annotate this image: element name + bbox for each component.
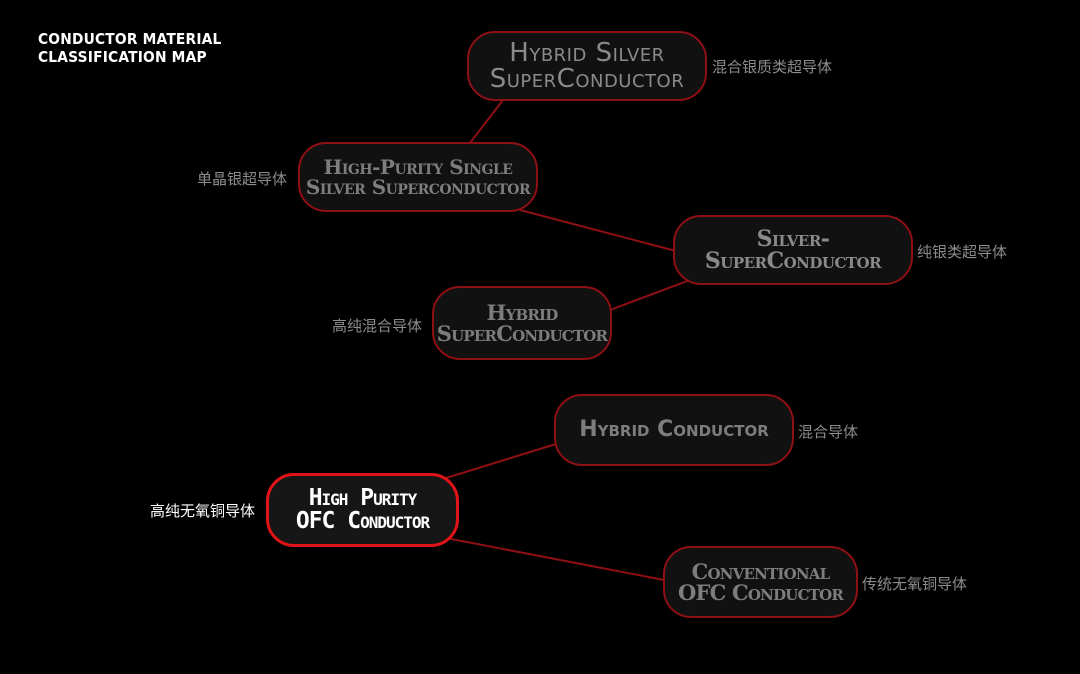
map-title-line-1: Conductor Material [38, 30, 222, 48]
cn-label-hybrid-conductor: 混合导体 [798, 423, 859, 441]
node-label-line-1: Hybrid [486, 300, 559, 325]
node-conventional-ofc-conductor[interactable]: Conventional OFC Conductor [663, 546, 858, 618]
cn-label-silver-superconductor: 纯银类超导体 [917, 243, 1008, 261]
node-silver-superconductor[interactable]: Silver-SuperConductor [673, 215, 913, 285]
link-hpofc-hc [445, 443, 557, 479]
cn-label-hybrid-silver-superconductor: 混合银质类超导体 [712, 58, 833, 76]
node-high-purity-ofc-conductor[interactable]: High Purity OFC Conductor [266, 473, 459, 547]
node-label: Silver-SuperConductor [704, 226, 882, 274]
node-hybrid-conductor[interactable]: Hybrid Conductor [554, 394, 794, 466]
node-high-purity-single-silver[interactable]: High-Purity Single Silver Superconductor [298, 142, 538, 212]
node-label-line-2: SuperConductor [489, 64, 685, 94]
link-hpofc-cofc [445, 537, 665, 581]
node-hybrid-silver-superconductor[interactable]: Hybrid Silver SuperConductor [467, 31, 707, 101]
node-label-line-1: Hybrid Silver [509, 38, 665, 68]
cn-label-high-purity-ofc-conductor: 高纯无氧铜导体 [150, 502, 256, 520]
cn-label-hybrid-superconductor: 高纯混合导体 [332, 317, 423, 335]
link-hpss-ssc [519, 209, 677, 252]
node-label-line-2: Silver Superconductor [305, 175, 531, 199]
node-label-line-2: SuperConductor [436, 321, 608, 346]
node-label-line-2: OFC Conductor [677, 580, 844, 605]
node-hybrid-superconductor[interactable]: Hybrid SuperConductor [432, 286, 612, 360]
link-hss-hpss [469, 99, 504, 144]
node-label-line-1: High-Purity Single [323, 155, 513, 179]
cn-label-conventional-ofc-conductor: 传统无氧铜导体 [862, 575, 968, 593]
link-ssc-hsc [609, 279, 691, 311]
node-label-line-2: OFC Conductor [295, 508, 430, 534]
node-label-line-1: Conventional [691, 559, 831, 584]
node-label-line-1: High Purity [308, 485, 418, 511]
cn-label-high-purity-single-silver: 单晶银超导体 [197, 170, 288, 188]
map-title: Conductor Material Classification Map [38, 30, 222, 66]
map-title-line-2: Classification Map [38, 48, 207, 66]
node-label: Hybrid Conductor [579, 417, 769, 442]
